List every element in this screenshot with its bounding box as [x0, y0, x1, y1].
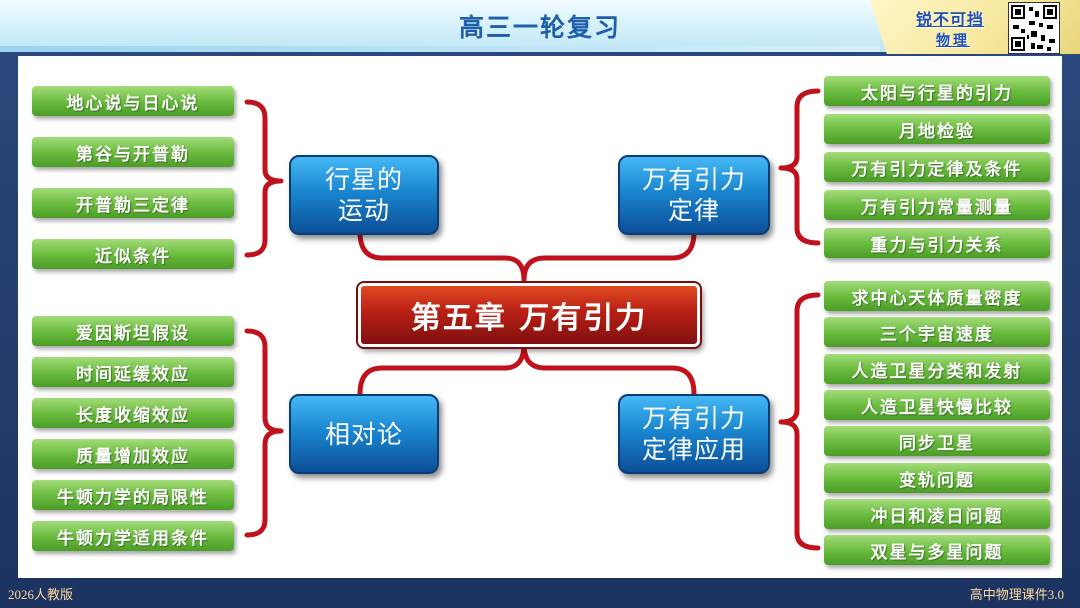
leaf-satellite-types-launch: 人造卫星分类和发射: [824, 354, 1050, 384]
node-planet-motion-line1: 行星的: [324, 165, 403, 194]
leaf-binary-multi-star: 双星与多星问题: [824, 535, 1050, 565]
connector-root-top: [357, 229, 697, 283]
brand-logo-text: 锐不可挡: [916, 10, 985, 29]
node-planet-motion: 行星的 运动: [289, 155, 439, 235]
leaf-central-body-mass-density: 求中心天体质量密度: [824, 281, 1050, 311]
leaf-approximation-conditions: 近似条件: [32, 239, 234, 269]
node-gravitation-application-line1: 万有引力: [641, 404, 746, 433]
root-chapter-title: 第五章 万有引力: [356, 281, 702, 349]
footer-courseware: 高中物理课件3.0: [969, 587, 1064, 602]
node-gravitation-law: 万有引力 定律: [618, 155, 770, 235]
node-gravitation-application: 万有引力 定律应用: [618, 394, 770, 474]
leaf-orbit-transfer: 变轨问题: [824, 463, 1050, 493]
footer-edition: 2026人教版: [8, 587, 74, 602]
leaf-tycho-kepler: 第谷与开普勒: [32, 137, 234, 167]
page-title: 高三一轮复习: [458, 13, 621, 42]
leaf-time-dilation: 时间延缓效应: [32, 357, 234, 387]
leaf-gravity-vs-gravitation: 重力与引力关系: [824, 228, 1050, 258]
header-stripe: [0, 46, 880, 52]
leaf-gravitation-law-conditions: 万有引力定律及条件: [824, 152, 1050, 182]
leaf-opposition-transit: 冲日和凌日问题: [824, 499, 1050, 529]
leaf-newtonian-limitations: 牛顿力学的局限性: [32, 480, 234, 510]
leaf-geosynchronous-satellite: 同步卫星: [824, 426, 1050, 456]
leaf-einstein-postulates: 爱因斯坦假设: [32, 316, 234, 346]
bracket-relativity: [244, 328, 284, 538]
leaf-sun-planet-gravity: 太阳与行星的引力: [824, 76, 1050, 106]
node-planet-motion-line2: 运动: [337, 196, 390, 225]
node-gravitation-law-line2: 定律: [667, 196, 720, 225]
bracket-planet-motion: [244, 99, 284, 258]
leaf-satellite-speed-comparison: 人造卫星快慢比较: [824, 390, 1050, 420]
node-gravitation-application-line2: 定律应用: [641, 435, 746, 464]
leaf-cosmic-velocities: 三个宇宙速度: [824, 317, 1050, 347]
brand-subject-text: 物理: [936, 33, 970, 49]
leaf-kepler-three-laws: 开普勒三定律: [32, 188, 234, 218]
bracket-gravitation-law: [778, 88, 821, 246]
qr-code-graphic: [1011, 5, 1057, 51]
leaf-length-contraction: 长度收缩效应: [32, 398, 234, 428]
leaf-geocentric-heliocentric: 地心说与日心说: [32, 86, 234, 116]
node-gravitation-law-line1: 万有引力: [641, 165, 746, 194]
connector-root-bottom: [357, 341, 697, 397]
node-relativity: 相对论: [289, 394, 439, 474]
leaf-gravitational-constant: 万有引力常量测量: [824, 190, 1050, 220]
leaf-mass-increase: 质量增加效应: [32, 439, 234, 469]
node-relativity-label: 相对论: [324, 419, 403, 449]
leaf-newtonian-applicability: 牛顿力学适用条件: [32, 521, 234, 551]
bracket-gravitation-application: [778, 292, 821, 551]
leaf-moon-earth-test: 月地检验: [824, 114, 1050, 144]
qr-code-icon: [1008, 2, 1060, 54]
